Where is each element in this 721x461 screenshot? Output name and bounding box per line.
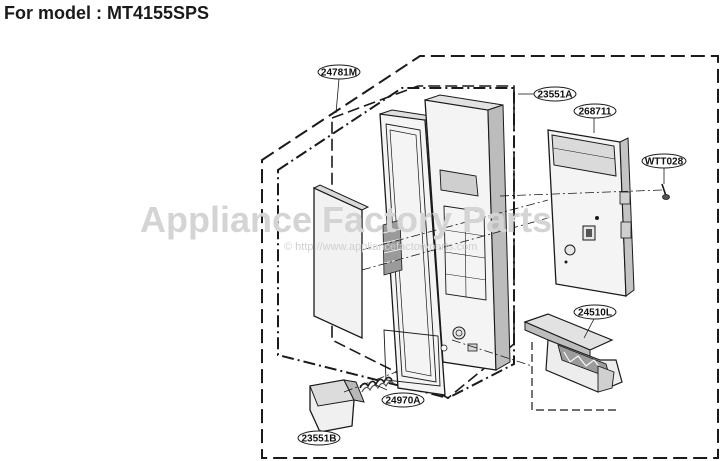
- callout-24781M: 24781M: [317, 64, 361, 80]
- pcb-encoder-icon: [564, 244, 576, 256]
- control-panel-body: [424, 94, 511, 371]
- door-release-button: [309, 379, 365, 433]
- watermark-url: © http://www.appliancefactoryparts.com: [284, 241, 477, 253]
- callout-23551B: 23551B: [297, 430, 341, 446]
- callout-WTT028: WTT028: [641, 153, 687, 169]
- assembly-guide-lines: [343, 189, 663, 393]
- watermark-text: Appliance Factory Parts: [140, 199, 552, 240]
- latch-group-boundary: [531, 342, 618, 411]
- door-panel-group-boundary: [277, 87, 515, 400]
- callout-24510L: 24510L: [573, 304, 617, 320]
- callout-23551A: 23551A: [533, 86, 577, 102]
- callout-leaders: [319, 78, 665, 433]
- page-title: For model : MT4155SPS: [4, 3, 210, 23]
- callout-label: 23551A: [537, 90, 572, 101]
- callout-label: 24781M: [321, 68, 357, 79]
- callout-label: WTT028: [645, 157, 684, 168]
- dial-knob-icon: [452, 326, 466, 340]
- control-pcb: [547, 129, 635, 297]
- callout-268711: 268711: [573, 103, 617, 119]
- callout-24970A: 24970A: [381, 392, 425, 408]
- callout-label: 24970A: [385, 396, 420, 407]
- control-panel-group-boundary: [331, 85, 515, 399]
- callout-label: 23551B: [301, 434, 336, 445]
- callout-label: 268711: [579, 107, 612, 118]
- window-film-panel: [312, 184, 370, 340]
- outer-assembly-boundary: [261, 55, 719, 459]
- latch-lever-assembly: [523, 313, 623, 393]
- screw-wtt028: [661, 183, 670, 200]
- callout-label: 24510L: [578, 308, 612, 319]
- door-frame-panel: [379, 109, 446, 396]
